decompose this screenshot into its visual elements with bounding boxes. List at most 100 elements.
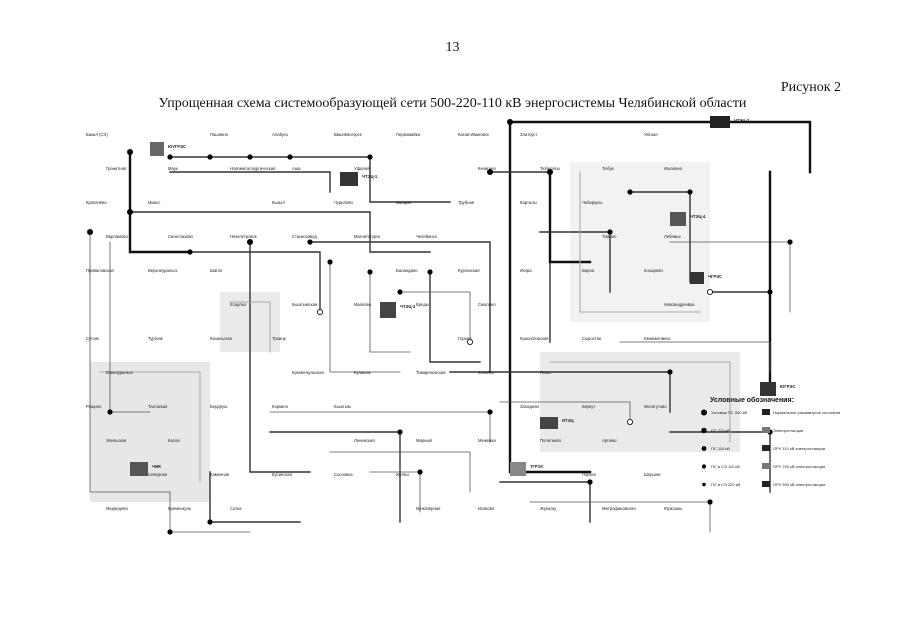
substation-label: Малково [354, 302, 372, 307]
substation-label: Кременкуль [168, 506, 192, 511]
substation-label: Чурилово [334, 200, 354, 205]
legend-symbol [701, 409, 707, 416]
legend-symbol [701, 427, 707, 434]
substation-label: Новометаллургическая [230, 166, 275, 171]
substation-label: Касли [168, 438, 180, 443]
substation-label: Уйская [644, 132, 657, 137]
substation-label: Полетаево [540, 438, 562, 443]
substation-label: Станкозавод [292, 234, 317, 239]
substation-label: Кусинская [272, 472, 292, 477]
legend-item: ПС 220 кВ [701, 427, 730, 434]
substation-label: Нязепетровск [230, 234, 257, 239]
substation-label: Варна [582, 268, 595, 273]
legend-symbol [762, 427, 770, 433]
substation-label: Сыростан [582, 336, 602, 341]
substation-label: Беркут [582, 404, 595, 409]
substation-nodes-layer [87, 119, 793, 535]
substation-label: Кунашак [354, 370, 371, 375]
substation-label: Рощино [86, 404, 102, 409]
substation-label: Тимирязевская [416, 370, 445, 375]
legend-item-label: ПС в СЭ 110 кВ [711, 464, 740, 469]
legend-item-label: ОРУ 500 кВ электростанции [773, 482, 825, 487]
substation-label: Каменная [210, 472, 229, 477]
substation-label: Межозёрная [416, 506, 440, 511]
substation-label: Кременкульская [292, 370, 324, 375]
substation-label: Тюбелясы [540, 166, 560, 171]
substation-label: Южноуральск [106, 370, 133, 375]
substation-label: Тургояк [148, 336, 163, 341]
legend-item: ПС в СЭ 110 кВ [701, 464, 740, 469]
legend-item: ПС в СЭ 220 кВ [702, 482, 740, 487]
substation-label: Медведево [106, 506, 129, 511]
substation-label: Баландино [396, 268, 418, 273]
substation-label: Исаково [478, 506, 495, 511]
legend-item: ОРУ 220 кВ электростанции [762, 463, 825, 469]
gray-region-layer [90, 162, 740, 502]
substation-label: Варламово [106, 234, 128, 239]
legend-item: Узловые ПС 500 кВ [701, 409, 747, 416]
substation-label: Смолино [478, 302, 496, 307]
plant-label: ЮУГРЭС [168, 144, 186, 149]
legend-items: Узловые ПС 500 кВ Нормальное разомкнутое … [701, 409, 840, 487]
plant-label: ЮГРЭС [780, 384, 796, 389]
plant-label: ЧТЭЦ-1 [362, 174, 378, 179]
legend-symbol [762, 445, 770, 451]
substation-label: Тюбук [602, 166, 614, 171]
substation-label: Томино [602, 234, 617, 239]
legend-symbol [762, 409, 770, 415]
substation-label: Магнитогорск [354, 234, 380, 239]
substation-label: Искра [520, 268, 532, 273]
substation-label: Багаряк [396, 200, 411, 205]
legend-item-label: ПС в СЭ 220 кВ [711, 482, 740, 487]
substation-label: Катав-Ивановск [458, 132, 489, 137]
legend-symbol [702, 482, 706, 487]
legend-item-label: Узловые ПС 500 кВ [711, 410, 747, 415]
substation-label: Бакал (СЭ) [86, 132, 108, 137]
plant-label: ЧТЭЦ-4 [690, 214, 706, 219]
substation-label: Митрофановская [602, 506, 636, 511]
legend-item-label: ПС 110 кВ [711, 446, 730, 451]
substation-label: Красногорская [520, 336, 549, 341]
figure-label: Рисунок 2 [780, 80, 841, 95]
substation-label: Сугояк [86, 336, 99, 341]
substation-label: Западная [520, 404, 539, 409]
substation-label: Еманжелинск [644, 336, 670, 341]
substation-label: Кизильское [210, 336, 233, 341]
substation-label: Челябинск [416, 234, 437, 239]
substation-label: Первомайка [396, 132, 421, 137]
figure-title: Упрощенная схема системообразующей сети … [158, 96, 747, 111]
substation-label: Есаулка [230, 302, 246, 307]
substation-label: Трубная [458, 200, 474, 205]
substation-label: Ленинская [354, 438, 375, 443]
legend-symbol [701, 464, 707, 469]
substation-label: Кыштым [334, 404, 351, 409]
legend-item: ОРУ 110 кВ электростанции [762, 445, 825, 451]
plant-label: ТГРЭС [530, 464, 544, 469]
substation-label: Копейск [478, 370, 494, 375]
substation-label: Сосновка [334, 472, 353, 477]
plant-label: ИТЭЦ [562, 418, 575, 423]
substation-label: Алабуга [272, 132, 288, 137]
substation-label: Северная [148, 472, 167, 477]
plant-label: ЧМК [152, 464, 161, 469]
legend-item: Нормальное разомкнутое состояние [762, 409, 840, 415]
substation-label: Карталы [520, 200, 537, 205]
substation-label: Новоандреевка [664, 302, 695, 307]
substation-label: Бердяуш [210, 404, 228, 409]
substation-label: Бреды [416, 302, 429, 307]
legend-symbol [762, 481, 770, 487]
substation-label: Пашнино [210, 132, 229, 137]
legend-item: ПС 110 кВ [701, 446, 730, 451]
plant-label: ЧГРЭС [708, 274, 722, 279]
legend-item-label: ОРУ 110 кВ электростанции [773, 446, 825, 451]
substation-label: Кызыл [272, 200, 285, 205]
legend-item: Электростанция [762, 427, 803, 433]
substation-label: Сатка [230, 506, 242, 511]
substation-label: Мирный [416, 438, 432, 443]
page-number: 13 [445, 40, 460, 55]
substation-label: Миасс [148, 200, 160, 205]
substation-label: Пласт [540, 370, 552, 375]
